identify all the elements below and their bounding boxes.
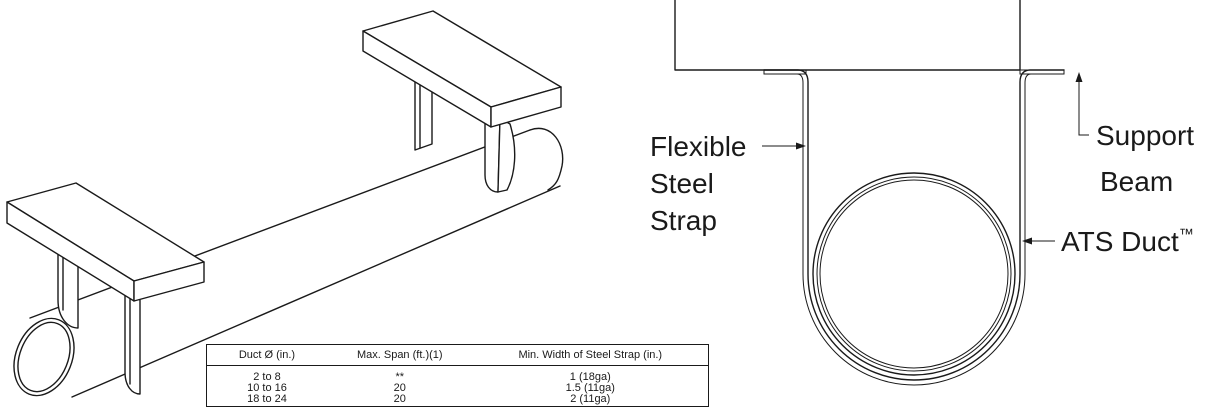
cell-min-strap-width: 1 (18ga)	[569, 371, 611, 383]
strap-label-line-2: Steel	[650, 168, 714, 199]
flexible-steel-strap	[763, 69, 1065, 386]
cell-min-strap-width: 2 (11ga)	[570, 393, 611, 405]
header-max-span: Max. Span (ft.)(1)	[326, 344, 473, 366]
trademark-mark: ™	[1179, 226, 1194, 243]
cell-max-span: **	[395, 371, 405, 383]
strap-label-line-3: Strap	[650, 205, 717, 236]
support-beam-section	[674, 0, 1021, 71]
leader-lines	[762, 72, 1089, 245]
beam-label-line-1: Support	[1096, 120, 1194, 151]
header-duct-diameter: Duct Ø (in.)	[206, 344, 327, 366]
duct-label-name: ATS Duct	[1061, 226, 1179, 257]
table-row: 10 to 16 20 1.5 (11ga)	[207, 383, 709, 394]
left-strap	[57, 251, 141, 395]
table-row: 18 to 24 20 2 (11ga)	[207, 394, 709, 407]
beam-label-line-2: Beam	[1100, 166, 1173, 197]
left-support-beam	[6, 182, 205, 302]
cell-min-strap-width: 1.5 (11ga)	[565, 382, 615, 394]
isometric-duct	[13, 127, 564, 398]
table-header-row: Duct Ø (in.) Max. Span (ft.)(1) Min. Wid…	[206, 344, 709, 366]
right-strap	[414, 77, 516, 193]
strap-label-line-1: Flexible	[650, 131, 746, 162]
table-row: 2 to 8 ** 1 (18ga)	[207, 366, 709, 384]
section-view: Flexible Steel Strap Support Beam ATS Du…	[650, 0, 1194, 386]
cell-duct-diameter: 2 to 8	[253, 371, 281, 383]
right-support-beam	[362, 10, 562, 128]
header-min-strap-width: Min. Width of Steel Strap (in.)	[472, 344, 709, 366]
cell-max-span: 20	[393, 382, 406, 394]
cell-duct-diameter: 18 to 24	[247, 393, 287, 405]
isometric-view	[6, 10, 564, 398]
cell-max-span: 20	[393, 393, 406, 405]
span-table: Duct Ø (in.) Max. Span (ft.)(1) Min. Wid…	[206, 344, 709, 407]
cell-duct-diameter: 10 to 16	[247, 382, 287, 394]
duct-label: ATS Duct™	[1061, 226, 1194, 257]
ats-duct-section	[812, 172, 1016, 376]
